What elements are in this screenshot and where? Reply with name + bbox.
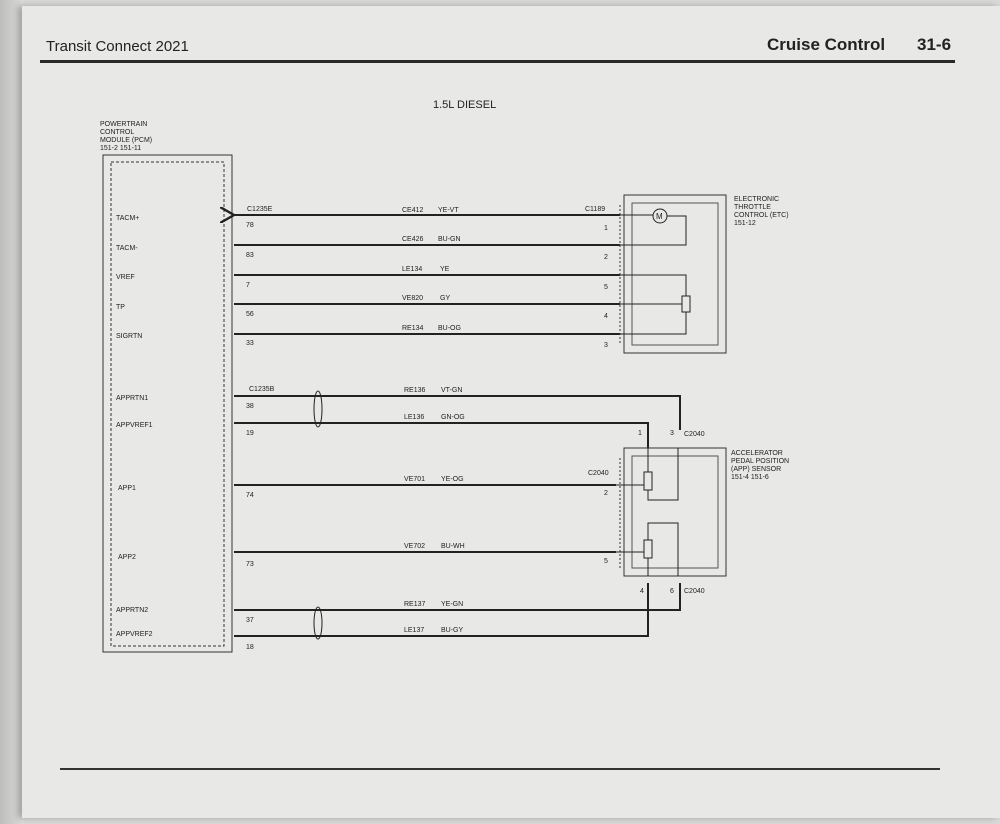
binding-edge xyxy=(0,0,24,824)
connector-c1235b: C1235B xyxy=(249,386,275,393)
color-ve702: BU-WH xyxy=(441,543,465,550)
app-sensor-device: ACCELERATOR PEDAL POSITION (APP) SENSOR … xyxy=(616,447,789,577)
connector-c1189: C1189 xyxy=(585,206,605,213)
connector-c2040-mid: C2040 xyxy=(588,470,609,477)
etc-device: M ELECTRONIC THROTTLE CONTROL (ETC) 151-… xyxy=(619,194,789,354)
connector-c2040-top: C2040 xyxy=(684,431,705,438)
twisted-pair-icon-1 xyxy=(313,390,323,428)
circuit-le134: LE134 xyxy=(402,266,422,273)
pcm-pin-apprtn1: APPRTN1 xyxy=(116,395,148,402)
pcm-pin-tp: TP xyxy=(116,304,125,311)
section-title: Cruise Control xyxy=(767,35,886,54)
color-ve701: YE-OG xyxy=(441,476,464,483)
pcm-pin-tacm-minus: TACM- xyxy=(116,245,138,252)
motor-symbol: M xyxy=(656,212,663,221)
circuit-re136: RE136 xyxy=(404,387,426,394)
color-ce426: BU-GN xyxy=(438,236,461,243)
footer-rule xyxy=(60,768,940,770)
circuit-re137: RE137 xyxy=(404,601,426,608)
etc-pin-3: 3 xyxy=(604,342,608,349)
pcm-pin-sigrtn: SIGRTN xyxy=(116,333,142,340)
page-number: 31-6 xyxy=(917,35,952,54)
pcm-pin-apprtn2: APPRTN2 xyxy=(116,607,148,614)
color-le136: GN-OG xyxy=(441,414,465,421)
color-ce412: YE-VT xyxy=(438,207,459,214)
pcm-label-line-4: 151-2 151-11 xyxy=(100,145,141,152)
color-ve820: GY xyxy=(440,295,450,302)
connector-c2040-bottom: C2040 xyxy=(684,588,705,595)
etc-pin-1: 1 xyxy=(604,225,608,232)
pcm-pin-num-7: 7 xyxy=(246,282,250,289)
pcm-pin-appvref1: APPVREF1 xyxy=(116,422,153,429)
color-re134: BU-OG xyxy=(438,325,461,332)
pcm-pin-app2: APP2 xyxy=(118,554,136,561)
color-le137: BU-GY xyxy=(441,627,464,634)
circuit-re134: RE134 xyxy=(402,325,424,332)
header-rule xyxy=(40,60,955,63)
wire-re137 xyxy=(234,583,681,611)
app-label-line-4: 151-4 151-6 xyxy=(731,474,769,481)
pcm-module: POWERTRAIN CONTROL MODULE (PCM) 151-2 15… xyxy=(100,121,233,653)
pcm-inner-dashed xyxy=(110,161,225,647)
pcm-pin-num-83: 83 xyxy=(246,252,254,259)
pcm-pin-num-38: 38 xyxy=(246,403,254,410)
app-pin-2: 2 xyxy=(604,490,608,497)
wire-le136 xyxy=(234,422,649,448)
pcm-pin-num-18: 18 xyxy=(246,644,254,651)
circuit-le137: LE137 xyxy=(404,627,424,634)
connector-c1235e: C1235E xyxy=(247,206,273,213)
vehicle-title: Transit Connect 2021 xyxy=(46,38,189,55)
pcm-pin-appvref2: APPVREF2 xyxy=(116,631,153,638)
pcm-pin-num-37: 37 xyxy=(246,617,254,624)
pcm-label-line-2: CONTROL xyxy=(100,129,134,136)
app1-sensor-resistor-icon xyxy=(643,471,653,491)
color-re137: YE-GN xyxy=(441,601,463,608)
manual-page xyxy=(22,6,1000,818)
pcm-pin-tacm-plus: TACM+ xyxy=(116,215,139,222)
wire-le137 xyxy=(234,583,649,637)
app-pin-4: 4 xyxy=(640,588,644,595)
tp-sensor-resistor-icon xyxy=(681,295,691,313)
etc-pin-4: 4 xyxy=(604,313,608,320)
etc-label-line-1: ELECTRONIC xyxy=(734,196,779,203)
color-le134: YE xyxy=(440,266,450,273)
etc-wires xyxy=(234,215,620,335)
pcm-pin-app1: APP1 xyxy=(118,485,136,492)
pcm-label-line-3: MODULE (PCM) xyxy=(100,137,152,144)
wire-re136 xyxy=(234,395,681,430)
etc-label-line-4: 151-12 xyxy=(734,220,756,227)
app-pin-3: 3 xyxy=(670,430,674,437)
pcm-pin-num-74: 74 xyxy=(246,492,254,499)
circuit-ve702: VE702 xyxy=(404,543,425,550)
pcm-pin-num-73: 73 xyxy=(246,561,254,568)
app-pin-5: 5 xyxy=(604,558,608,565)
pcm-pin-vref: VREF xyxy=(116,274,135,281)
circuit-ve820: VE820 xyxy=(402,295,423,302)
app-label-line-2: PEDAL POSITION xyxy=(731,458,789,465)
etc-pin-5: 5 xyxy=(604,284,608,291)
pcm-pin-num-56: 56 xyxy=(246,311,254,318)
diagram-title: 1.5L DIESEL xyxy=(433,99,496,111)
pcm-pin-num-78: 78 xyxy=(246,222,254,229)
app-label-line-3: (APP) SENSOR xyxy=(731,466,781,473)
circuit-ce426: CE426 xyxy=(402,236,424,243)
app2-sensor-resistor-icon xyxy=(643,539,653,559)
app-pin-6: 6 xyxy=(670,588,674,595)
circuit-ce412: CE412 xyxy=(402,207,424,214)
pcm-label-line-1: POWERTRAIN xyxy=(100,121,147,128)
app-wires xyxy=(234,390,681,640)
color-re136: VT-GN xyxy=(441,387,462,394)
etc-pin-2: 2 xyxy=(604,254,608,261)
pcm-pin-num-19: 19 xyxy=(246,430,254,437)
circuit-le136: LE136 xyxy=(404,414,424,421)
app-label-line-1: ACCELERATOR xyxy=(731,450,783,457)
etc-label-line-2: THROTTLE xyxy=(734,204,771,211)
twisted-pair-icon-2 xyxy=(313,606,323,640)
etc-label-line-3: CONTROL (ETC) xyxy=(734,212,789,219)
app-pin-1: 1 xyxy=(638,430,642,437)
pcm-pin-num-33: 33 xyxy=(246,340,254,347)
pcm-outline xyxy=(102,154,233,653)
circuit-ve701: VE701 xyxy=(404,476,425,483)
